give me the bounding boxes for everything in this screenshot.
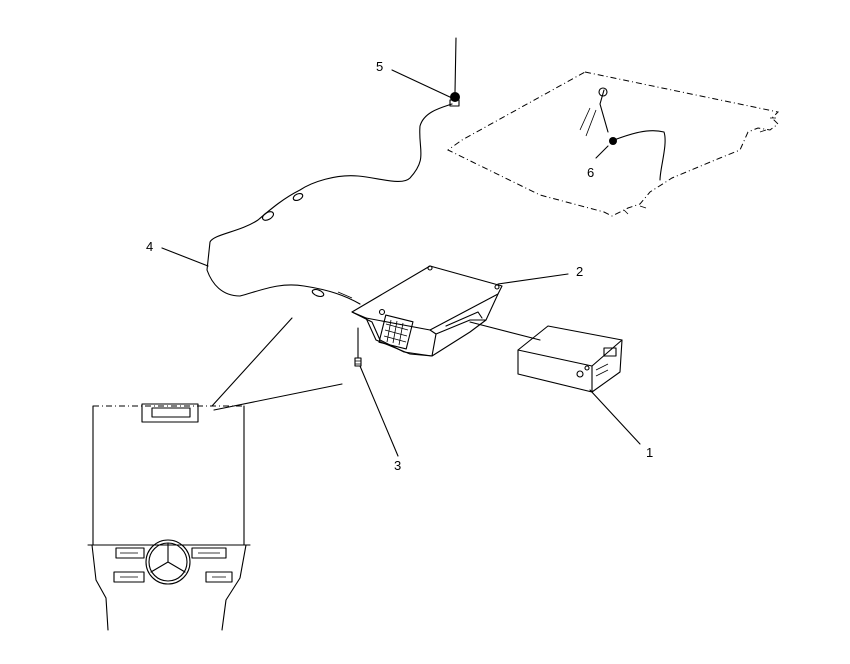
callout-4: 4 <box>146 239 153 254</box>
mast-antenna <box>449 37 460 107</box>
leader-lines <box>161 69 641 457</box>
shelf-antenna <box>579 87 666 181</box>
callout-1: 1 <box>646 445 653 460</box>
projection-lines <box>211 317 343 411</box>
radio-unit <box>517 325 623 393</box>
mounting-bracket <box>351 265 503 357</box>
rear-shelf-panel <box>447 71 780 217</box>
callout-5: 5 <box>376 59 383 74</box>
radio-connection-line <box>469 321 541 341</box>
callout-6: 6 <box>587 165 594 180</box>
callout-2: 2 <box>576 264 583 279</box>
screw <box>354 327 362 367</box>
center-console <box>87 403 251 631</box>
antenna-cable <box>206 103 453 305</box>
callout-3: 3 <box>394 458 401 473</box>
